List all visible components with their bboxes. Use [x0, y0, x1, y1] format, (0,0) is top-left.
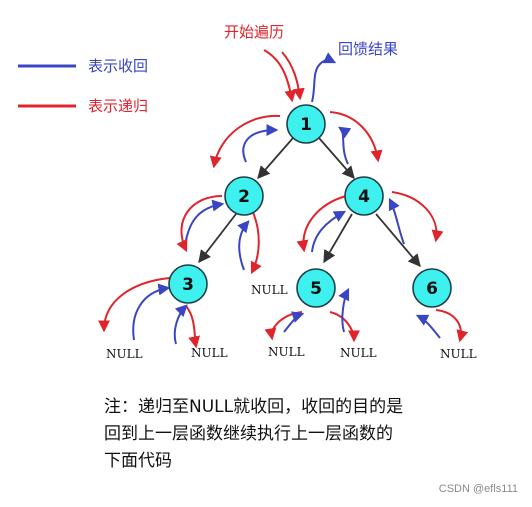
start-arrows: [263, 49, 305, 103]
tree-node-label-2: 2: [238, 187, 250, 207]
tree-node-1: 1: [286, 104, 326, 144]
legend-return-label: 表示收回: [88, 57, 148, 75]
null-label-3-right: NULL: [191, 346, 228, 360]
tree-node-circle-4: [344, 176, 384, 216]
edge-1-2: [257, 137, 294, 179]
edge-4-6: [375, 213, 421, 267]
note-line-3: 下面代码: [104, 451, 172, 471]
tree-node-3: 3: [168, 264, 208, 304]
edge-2-3: [198, 213, 237, 263]
null-label-5-right: NULL: [340, 346, 377, 360]
tree-edges: [198, 137, 421, 267]
tree-node-label-1: 1: [300, 115, 312, 135]
tree-node-5: 5: [296, 268, 336, 308]
tree-nodes: 1 2 4 3 5 6: [168, 104, 452, 308]
tree-node-circle-6: [412, 268, 452, 308]
note-line-2: 回到上一层函数继续执行上一层函数的: [104, 424, 393, 444]
edge-4-5: [323, 213, 353, 264]
tree-node-label-6: 6: [426, 279, 438, 299]
return-curves: [132, 124, 441, 345]
tree-node-label-3: 3: [182, 275, 194, 295]
null-label-5-left: NULL: [268, 345, 305, 359]
recursion-curves: [98, 111, 469, 349]
tree-node-6: 6: [412, 268, 452, 308]
null-label-3-left: NULL: [106, 347, 143, 361]
tree-node-circle-1: [286, 104, 326, 144]
tree-node-label-5: 5: [310, 279, 322, 299]
edge-1-4: [318, 137, 355, 179]
null-label-2-right: NULL: [251, 283, 288, 297]
tree-node-label-4: 4: [358, 187, 370, 207]
explanation-note: 注：递归至NULL就收回，收回的目的是 回到上一层函数继续执行上一层函数的 下面…: [104, 394, 504, 475]
watermark: CSDN @efls111: [438, 483, 518, 495]
feedback-result-label: 回馈结果: [338, 40, 398, 58]
tree-node-4: 4: [344, 176, 384, 216]
tree-node-2: 2: [224, 176, 264, 216]
null-label-6-right: NULL: [440, 347, 477, 361]
legend-recursion-label: 表示递归: [88, 97, 148, 115]
feedback-arrow: [311, 52, 337, 103]
null-labels: NULL NULL NULL NULL NULL NULL: [106, 283, 477, 361]
tree-node-circle-5: [296, 268, 336, 308]
tree-node-circle-2: [224, 176, 264, 216]
tree-node-circle-3: [168, 264, 208, 304]
note-line-1: 注：递归至NULL就收回，收回的目的是: [104, 397, 404, 417]
start-traversal-label: 开始遍历: [224, 23, 284, 41]
